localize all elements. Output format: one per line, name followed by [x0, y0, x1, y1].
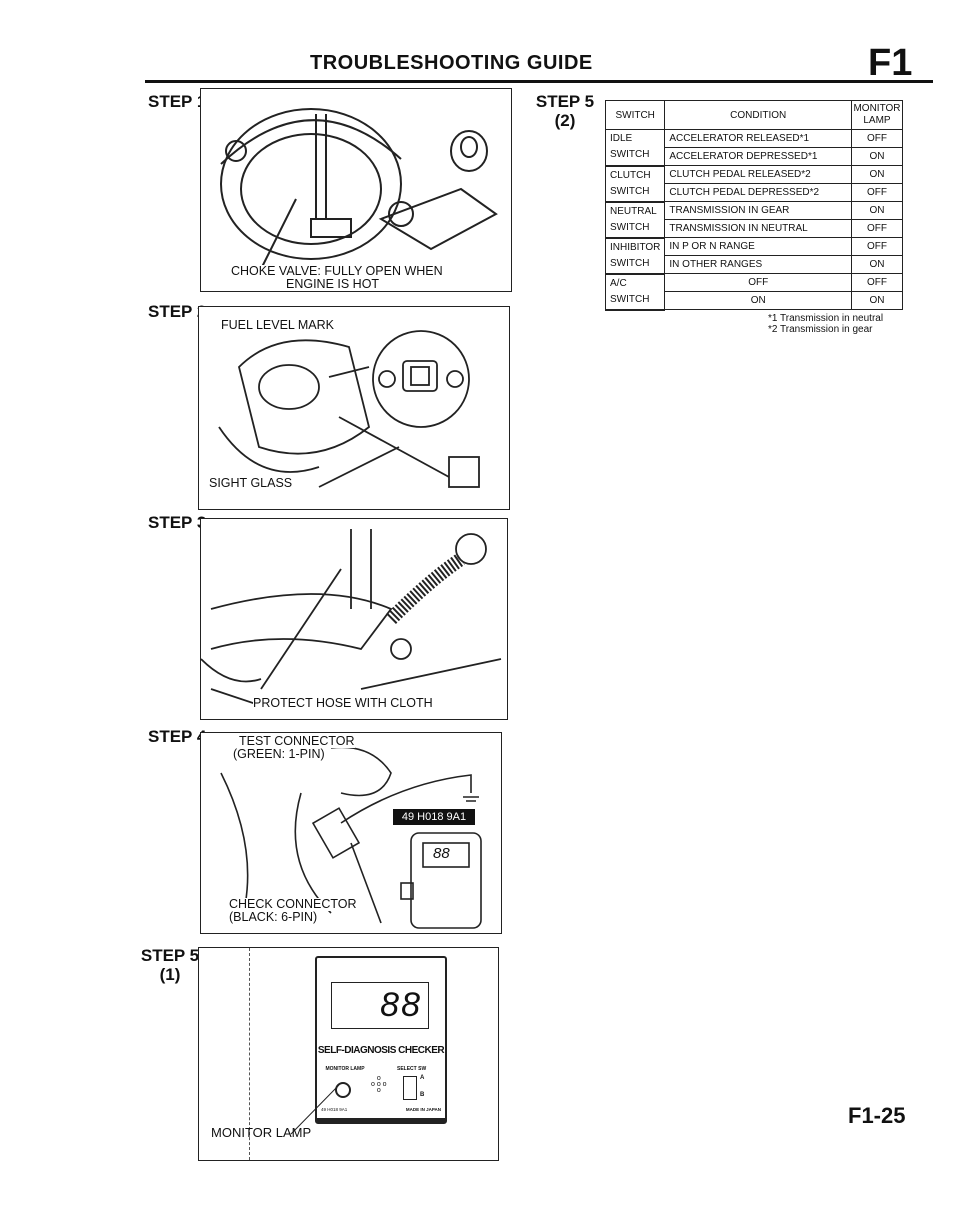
header-rule [145, 80, 933, 83]
step-5-label: STEP 5 [535, 92, 595, 111]
condition-cell: ACCELERATOR RELEASED*1 [664, 129, 852, 148]
step-2-label: STEP 2 [148, 302, 207, 321]
sight-glass-label: SIGHT GLASS [209, 476, 293, 490]
step-4-figure: 49 H018 9A1 88 TEST CONNECTOR (GREEN: 1-… [200, 732, 502, 934]
condition-cell: IN P OR N RANGE [664, 237, 852, 256]
checker-part-number: 49 H018 9A1 [321, 1107, 348, 1112]
header-condition: CONDITION [664, 100, 852, 130]
condition-cell: TRANSMISSION IN NEUTRAL [664, 219, 852, 238]
fuel-bowl-illustration [218, 330, 480, 488]
step-1-caption-line-2: ENGINE IS HOT [286, 277, 380, 291]
check-connector-label: CHECK CONNECTOR [229, 897, 357, 911]
switch-cell: IDLE SWITCH [604, 129, 666, 167]
footnote-1: *1 Transmission in neutral [768, 313, 884, 324]
check-connector-color-label: (BLACK: 6-PIN) [229, 910, 318, 924]
select-switch [403, 1076, 417, 1100]
condition-cell: IN OTHER RANGES [664, 255, 852, 274]
monitor-lamp-condition-table: SWITCH CONDITION MONITOR LAMP IDLE SWITC… [604, 100, 903, 311]
switch-cell: INHIBITOR SWITCH [604, 237, 666, 275]
lamp-cell: OFF [851, 183, 903, 202]
select-switch-label: SELECT SW [397, 1066, 427, 1072]
self-diagnosis-checker: 88 SELF-DIAGNOSIS CHECKER MONITOR LAMP o… [315, 956, 447, 1124]
step-5-sub-label: (2) [554, 111, 576, 130]
footnote-2: *2 Transmission in gear [768, 324, 873, 335]
step-5-1-figure: 88 SELF-DIAGNOSIS CHECKER MONITOR LAMP o… [198, 947, 499, 1161]
checker-display-digits: 88 [433, 845, 450, 862]
section-code: F1 [868, 42, 913, 84]
select-b-label: B [420, 1092, 425, 1098]
checker-display-digits: 88 [380, 986, 422, 1024]
step-2-figure: FUEL LEVEL MARK SIGHT GLASS [198, 306, 510, 510]
condition-cell: CLUTCH PEDAL DEPRESSED*2 [664, 183, 852, 202]
lamp-cell: OFF [851, 273, 903, 292]
lamp-cell: ON [851, 255, 903, 274]
step-4-label: STEP 4 [148, 727, 207, 746]
select-a-label: A [420, 1075, 425, 1081]
fuel-level-mark-label: FUEL LEVEL MARK [221, 318, 335, 332]
lamp-cell: ON [851, 291, 903, 310]
step-5-label: STEP 5 [140, 946, 200, 965]
checker-title: SELF-DIAGNOSIS CHECKER [317, 1045, 445, 1056]
monitor-lamp-callout: MONITOR LAMP [211, 1125, 312, 1140]
step-5-2-label: STEP 5 (2) [535, 92, 595, 130]
lamp-cell: ON [851, 165, 903, 184]
step-3-caption: PROTECT HOSE WITH CLOTH [253, 696, 433, 710]
monitor-lamp-panel-label: MONITOR LAMP [325, 1066, 365, 1072]
header-monitor-lamp: MONITOR LAMP [851, 100, 903, 130]
step-3-label: STEP 3 [148, 513, 207, 532]
step-1-caption-line-1: CHOKE VALVE: FULLY OPEN WHEN [231, 264, 443, 278]
step-1-figure: CHOKE VALVE: FULLY OPEN WHEN ENGINE IS H… [200, 88, 512, 292]
lamp-cell: OFF [851, 219, 903, 238]
page-number: F1-25 [848, 1103, 906, 1128]
switch-cell: CLUTCH SWITCH [604, 165, 666, 203]
page-title: TROUBLESHOOTING GUIDE [310, 52, 593, 74]
header-switch: SWITCH [604, 100, 666, 130]
tool-part-number-label: 49 H018 9A1 [393, 809, 475, 825]
leader-line [290, 1084, 340, 1135]
step-3-figure: PROTECT HOSE WITH CLOTH [200, 518, 508, 720]
carburetor-illustration [220, 108, 498, 270]
condition-cell: ACCELERATOR DEPRESSED*1 [664, 147, 852, 166]
lamp-cell: OFF [851, 129, 903, 148]
condition-cell: OFF [664, 273, 852, 292]
monitor-lamp [335, 1082, 351, 1098]
hose-removal-illustration [201, 529, 502, 710]
dashed-guide-line [249, 948, 250, 1160]
lamp-cell: ON [851, 147, 903, 166]
test-connector-label: TEST CONNECTOR [239, 734, 355, 748]
step-1-label: STEP 1 [148, 92, 207, 111]
lamp-cell: ON [851, 201, 903, 220]
checker-made-in: MADE IN JAPAN [405, 1107, 441, 1112]
condition-cell: TRANSMISSION IN GEAR [664, 201, 852, 220]
test-connector-color-label: (GREEN: 1-PIN) [233, 747, 325, 761]
step-5-1-label: STEP 5 (1) [140, 946, 200, 984]
switch-cell: NEUTRAL SWITCH [604, 201, 666, 239]
step-5-sub-label: (1) [159, 965, 181, 984]
switch-cell: A/C SWITCH [604, 273, 666, 311]
condition-cell: CLUTCH PEDAL RELEASED*2 [664, 165, 852, 184]
condition-cell: ON [664, 291, 852, 310]
lamp-cell: OFF [851, 237, 903, 256]
checker-display: 88 [331, 982, 429, 1029]
